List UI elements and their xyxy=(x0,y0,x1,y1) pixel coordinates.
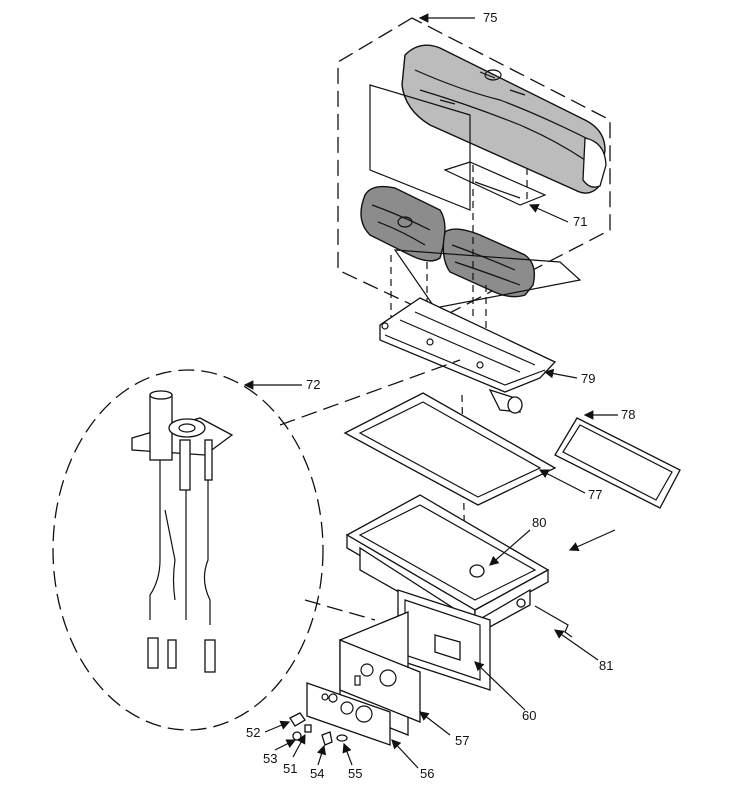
label-56: 56 xyxy=(420,766,434,781)
label-71: 71 xyxy=(573,214,587,229)
label-51: 51 xyxy=(283,761,297,776)
top-log xyxy=(401,44,607,194)
rod xyxy=(534,605,573,638)
pilot-assembly-outline xyxy=(52,369,324,731)
label-60: 60 xyxy=(522,708,536,723)
label-55: 55 xyxy=(348,766,362,781)
label-72: 72 xyxy=(306,377,320,392)
log-plane xyxy=(369,84,471,211)
side-panel xyxy=(554,417,681,509)
label-75: 75 xyxy=(483,10,497,25)
glass-frame xyxy=(343,392,557,506)
control-plate-56 xyxy=(306,682,391,746)
right-log xyxy=(442,228,536,298)
label-54: 54 xyxy=(310,766,324,781)
label-77: 77 xyxy=(588,487,602,502)
left-log xyxy=(360,185,446,262)
log-support-71 xyxy=(443,161,547,206)
connectors xyxy=(147,637,216,673)
label-57: 57 xyxy=(455,733,469,748)
pilot-assembly xyxy=(131,390,234,673)
label-53: 53 xyxy=(263,751,277,766)
burner-pan xyxy=(379,297,557,414)
callout-leaders xyxy=(243,13,618,769)
firebox xyxy=(345,494,550,691)
part-labels: 75 71 72 79 78 77 80 81 60 57 56 52 53 5… xyxy=(246,10,635,781)
label-80: 80 xyxy=(532,515,546,530)
label-52: 52 xyxy=(246,725,260,740)
lower-log-plane xyxy=(393,249,582,309)
label-79: 79 xyxy=(581,371,595,386)
small-parts xyxy=(289,712,348,746)
label-81: 81 xyxy=(599,658,613,673)
label-78: 78 xyxy=(621,407,635,422)
